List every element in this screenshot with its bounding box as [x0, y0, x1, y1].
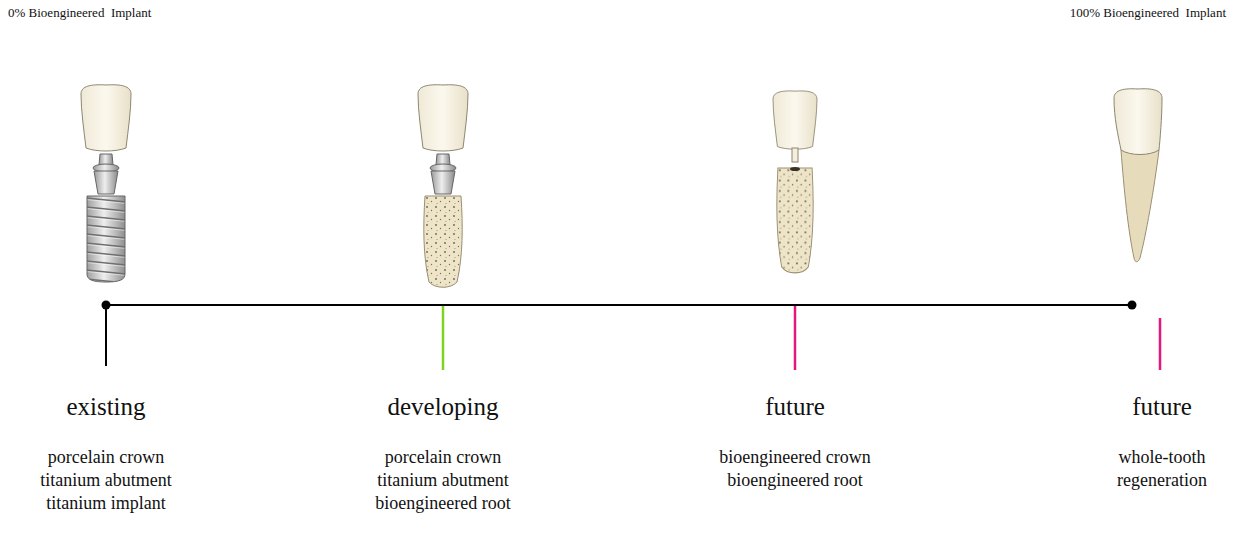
scale-end-label: 0% Bioengineered Implant — [8, 6, 151, 21]
stage-description: porcelain crown — [385, 447, 501, 468]
stage-description: titanium implant — [46, 493, 166, 514]
scale-end-label: 100% Bioengineered Implant — [1070, 6, 1226, 21]
stage-description: whole-tooth — [1119, 447, 1206, 468]
stage-description: regeneration — [1117, 470, 1207, 491]
stage-description: porcelain crown — [48, 447, 164, 468]
stage-description: titanium abutment — [377, 470, 508, 491]
stage-description: bioengineered root — [375, 493, 510, 514]
stage-description: bioengineered root — [727, 470, 862, 491]
stage-label: future — [765, 393, 825, 422]
stage-label: existing — [66, 393, 145, 422]
stage-label: future — [1132, 393, 1192, 422]
timeline-axis — [102, 301, 1161, 371]
bioengineered-root-implant-figure — [418, 85, 468, 287]
stage-label: developing — [387, 393, 498, 422]
bioengineered-crown-root-figure — [773, 91, 817, 273]
stage-description: bioengineered crown — [719, 447, 870, 468]
titanium-implant-figure — [81, 85, 131, 282]
regenerated-tooth-figure — [1114, 89, 1162, 262]
stage-description: titanium abutment — [40, 470, 171, 491]
